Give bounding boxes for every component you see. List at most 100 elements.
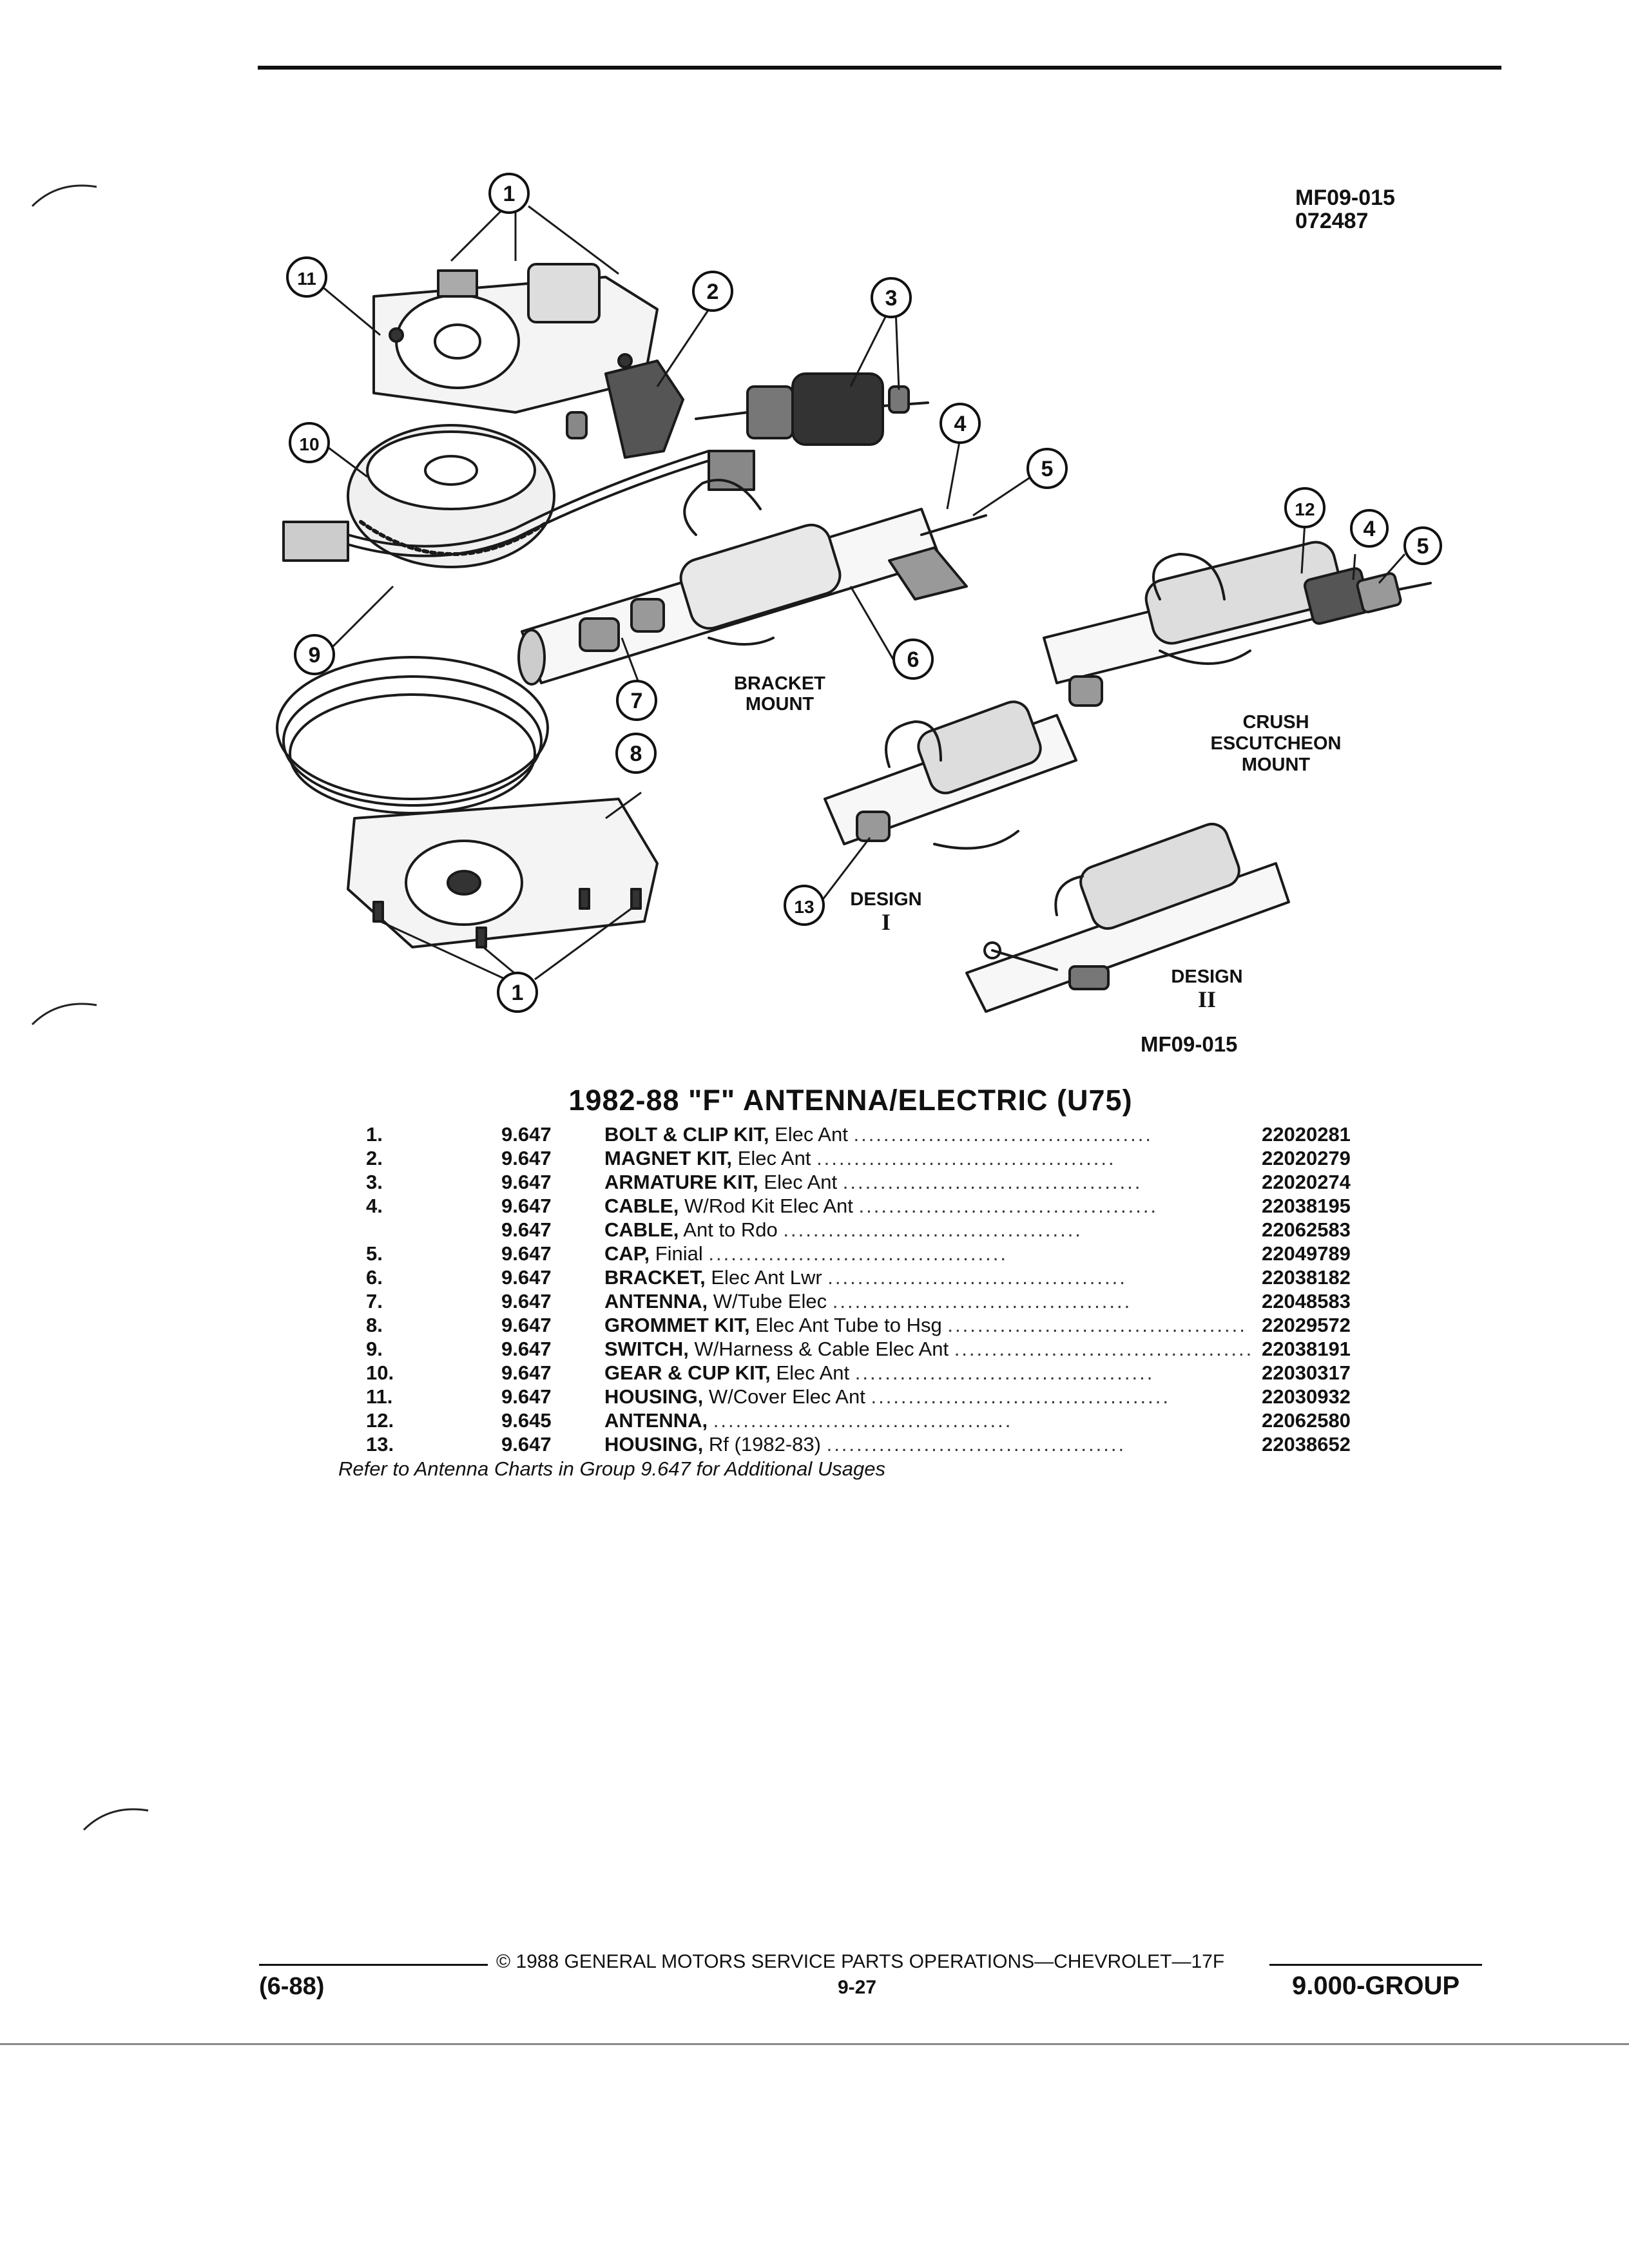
part-number: 22048583 (1262, 1290, 1351, 1312)
part-callout-number: 10. (366, 1361, 394, 1384)
part-name: ANTENNA, (604, 1290, 708, 1312)
part-description: ARMATURE KIT, Elec Ant .................… (604, 1170, 1255, 1194)
parts-row: 2. 9.647 MAGNET KIT, Elec Ant ............… (348, 1146, 1351, 1170)
part-number: 22030932 (1262, 1385, 1351, 1408)
dot-leader: ........................................ (827, 1266, 1127, 1289)
parts-row: 6. 9.647 BRACKET, Elec Ant Lwr ...........… (348, 1265, 1351, 1289)
callout-7: 7 (631, 689, 643, 713)
callout-1-bottom: 1 (512, 981, 524, 1005)
part-group-number: 9.647 (501, 1266, 552, 1289)
part-callout-number: 11. (366, 1385, 393, 1408)
callout-13: 13 (794, 897, 814, 917)
part-description: CABLE, W/Rod Kit Elec Ant ..............… (604, 1194, 1255, 1218)
parts-table: 1. 9.647 BOLT & CLIP KIT, Elec Ant .......… (348, 1122, 1351, 1456)
design-two-illustration (965, 823, 1290, 1013)
dot-leader: ........................................ (947, 1314, 1247, 1336)
part-group-number: 9.647 (501, 1338, 552, 1360)
part-description: GROMMET KIT, Elec Ant Tube to Hsg ......… (604, 1313, 1255, 1337)
part-detail: Elec Ant (776, 1361, 850, 1384)
part-number: 22038182 (1262, 1266, 1351, 1289)
part-group-number: 9.647 (501, 1242, 552, 1265)
copyright-line: © 1988 GENERAL MOTORS SERVICE PARTS OPER… (496, 1951, 1225, 1972)
part-group-number: 9.647 (501, 1433, 552, 1456)
part-callout-number: 9. (366, 1338, 383, 1360)
part-number: 22020279 (1262, 1147, 1351, 1169)
header-rule (258, 66, 1501, 70)
dot-leader: ........................................ (713, 1409, 1013, 1432)
callout-11: 11 (297, 269, 316, 289)
dot-leader: ........................................ (954, 1338, 1254, 1360)
revision-date: (6-88) (259, 1973, 325, 2000)
part-description: CABLE, Ant to Rdo ......................… (604, 1218, 1255, 1242)
part-group-number: 9.647 (501, 1361, 552, 1384)
callout-9: 9 (309, 643, 321, 668)
part-detail: Elec Ant (737, 1147, 811, 1169)
part-name: CABLE, (604, 1195, 679, 1217)
part-detail: Elec Ant (764, 1171, 838, 1193)
bracket-mount-label-1: BRACKET (734, 673, 825, 694)
part-number: 22062583 (1262, 1218, 1351, 1241)
footer-rule-right (1269, 1964, 1482, 1966)
callout-8: 8 (630, 742, 642, 766)
dot-leader: ........................................ (854, 1361, 1155, 1384)
housing-illustration (372, 263, 659, 414)
part-callout-number: 5. (366, 1242, 383, 1265)
part-name: GROMMET KIT, (604, 1314, 750, 1336)
part-name: ARMATURE KIT, (604, 1171, 758, 1193)
part-number: 22030317 (1262, 1361, 1351, 1384)
part-number: 22020274 (1262, 1171, 1351, 1193)
part-description: HOUSING, W/Cover Elec Ant ..............… (604, 1385, 1255, 1408)
refer-note: Refer to Antenna Charts in Group 9.647 f… (338, 1457, 885, 1480)
part-name: HOUSING, (604, 1433, 704, 1456)
part-detail: Elec Ant Tube to Hsg (755, 1314, 942, 1336)
dot-leader: ........................................ (871, 1385, 1170, 1408)
part-name: CABLE, (604, 1218, 679, 1241)
callout-2: 2 (707, 280, 719, 304)
part-number: 22038195 (1262, 1195, 1351, 1217)
callout-5-crush: 5 (1417, 534, 1429, 559)
crush-mount-label-2: ESCUTCHEON (1210, 733, 1341, 754)
part-description: ANTENNA, W/Tube Elec ...................… (604, 1289, 1255, 1313)
part-callout-number: 4. (366, 1195, 383, 1217)
callout-4: 4 (954, 412, 967, 436)
parts-table-body: 1. 9.647 BOLT & CLIP KIT, Elec Ant .......… (348, 1122, 1351, 1456)
part-group-number: 9.647 (501, 1171, 552, 1193)
part-callout-number: 1. (366, 1123, 383, 1146)
callout-5: 5 (1041, 457, 1054, 481)
parts-list-title: 1982-88 "F" ANTENNA/ELECTRIC (U75) (568, 1084, 1133, 1117)
crush-mount-label-1: CRUSH (1242, 712, 1309, 733)
part-group-number: 9.647 (501, 1147, 552, 1169)
part-detail: Ant to Rdo (683, 1218, 778, 1241)
part-number: 22038652 (1262, 1433, 1351, 1456)
scan-mark-top (31, 184, 97, 207)
part-detail: W/Cover Elec Ant (708, 1385, 865, 1408)
part-name: ANTENNA, (604, 1409, 708, 1432)
part-callout-number: 2. (366, 1147, 383, 1169)
part-group-number: 9.647 (501, 1385, 552, 1408)
part-description: BRACKET, Elec Ant Lwr ..................… (604, 1265, 1255, 1289)
part-description: SWITCH, W/Harness & Cable Elec Ant .....… (604, 1337, 1255, 1361)
callout-12: 12 (1295, 499, 1315, 519)
part-description: MAGNET KIT, Elec Ant ...................… (604, 1146, 1255, 1170)
part-name: BOLT & CLIP KIT, (604, 1123, 769, 1146)
part-detail: Rf (1982-83) (708, 1433, 821, 1456)
figure-code-bottom: MF09-015 (1141, 1032, 1238, 1056)
part-detail: Elec Ant Lwr (711, 1266, 822, 1289)
part-callout-number: 12. (366, 1409, 394, 1432)
antenna-exploded-diagram: 1 11 2 3 4 5 10 6 7 9 8 12 4 5 13 1 BRAC… (276, 173, 1442, 1013)
part-group-number: 9.645 (501, 1409, 552, 1432)
crush-mount-illustration (1043, 541, 1432, 707)
part-number: 22038191 (1262, 1338, 1351, 1360)
part-callout-number: 6. (366, 1266, 383, 1289)
part-detail: W/Tube Elec (713, 1290, 827, 1312)
parts-row: 12. 9.645 ANTENNA, .......................… (348, 1408, 1351, 1432)
part-number: 22029572 (1262, 1314, 1351, 1336)
part-number: 22062580 (1262, 1409, 1351, 1432)
part-name: MAGNET KIT, (604, 1147, 733, 1169)
